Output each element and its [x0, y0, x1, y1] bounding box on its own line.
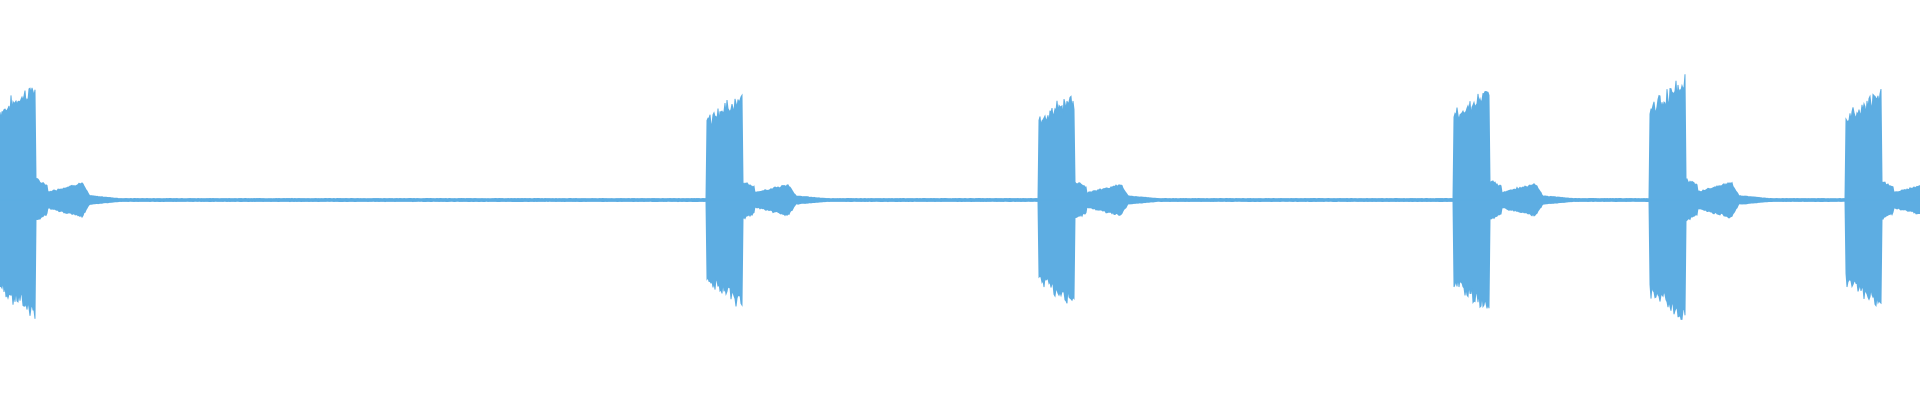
- waveform-path: [0, 74, 1920, 320]
- waveform-trace: [0, 74, 1920, 320]
